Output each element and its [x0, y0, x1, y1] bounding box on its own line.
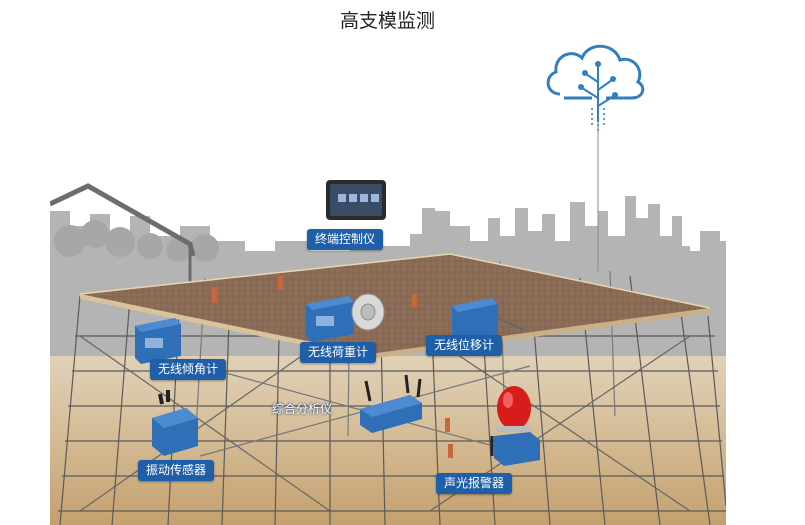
- scene-illustration: [50, 44, 726, 525]
- tilt-sensor-icon: [135, 318, 181, 364]
- displacement-label: 无线位移计: [426, 335, 503, 356]
- alarm-light-icon: [490, 386, 540, 466]
- monitoring-scene: 终端控制仪 无线倾角计 无线荷重计 无线位移计 综合分析仪 振动传感器 声光报警…: [50, 36, 726, 525]
- formwork-deck: [80, 254, 710, 354]
- deck-edge-front: [80, 294, 370, 359]
- terminal-label: 终端控制仪: [307, 229, 384, 250]
- trees: [54, 220, 219, 262]
- cloud-icon: [546, 44, 645, 134]
- crane-arm: [50, 183, 196, 257]
- analyzer-label: 综合分析仪: [272, 402, 333, 416]
- terminal-tablet-icon: [326, 180, 386, 220]
- vibration-sensor-icon: [152, 390, 198, 456]
- analyzer-router-icon: [360, 374, 422, 433]
- page-title: 高支模监测: [339, 10, 435, 32]
- post-sensors: [212, 276, 453, 458]
- load-cell-icon: [351, 293, 385, 331]
- load-sensor-icon: [306, 296, 354, 342]
- vibration-label: 振动传感器: [138, 460, 215, 481]
- load-label: 无线荷重计: [300, 342, 377, 363]
- displacement-sensor-icon: [452, 298, 525, 342]
- tilt-label: 无线倾角计: [150, 359, 227, 380]
- alarm-label: 声光报警器: [436, 473, 513, 494]
